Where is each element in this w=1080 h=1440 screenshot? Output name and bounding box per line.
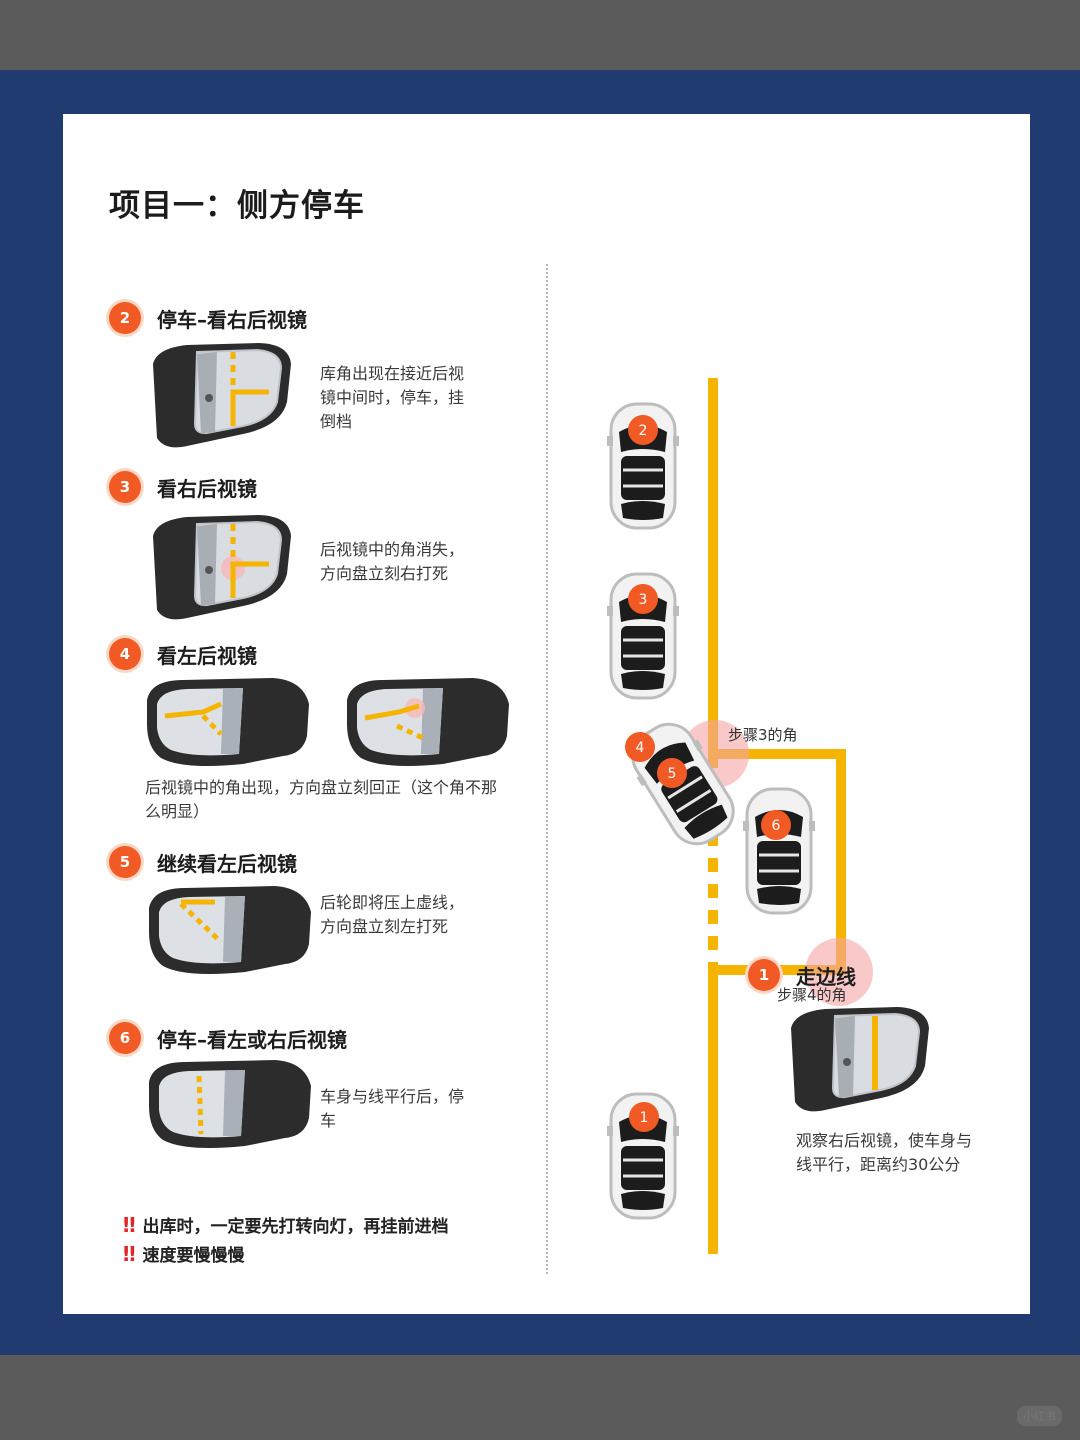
car-label-6: 6	[772, 818, 781, 834]
corner-3-label: 步骤3的角	[728, 726, 798, 744]
corner-4-label: 步骤4的角	[777, 986, 847, 1004]
step-5-header: 5 继续看左后视镜	[109, 846, 297, 878]
right-mirror-icon	[153, 343, 291, 448]
step-1-badge: 1	[748, 959, 780, 991]
step-4-desc: 后视镜中的角出现，方向盘立刻回正（这个角不那么明显）	[145, 778, 498, 821]
step-3-header: 3 看右后视镜	[109, 471, 257, 503]
step-2-desc: 库角出现在接近后视镜中间时，停车，挂倒档	[320, 364, 465, 431]
step-4-badge: 4	[109, 638, 141, 670]
warning-exit-text: 出库时，一定要先打转向灯，再挂前进档	[142, 1217, 449, 1237]
double-exclamation-icon: ‼	[123, 1241, 135, 1266]
step-3-badge: 3	[109, 471, 141, 503]
section-divider	[546, 264, 548, 1274]
car-label-5: 5	[668, 766, 677, 782]
step-2-badge: 2	[109, 302, 141, 334]
step-5-badge: 5	[109, 846, 141, 878]
step-1-desc: 观察右后视镜，使车身与线平行，距离约30公分	[796, 1131, 973, 1174]
car-label-3: 3	[639, 592, 648, 608]
step-5-desc: 后轮即将压上虚线，方向盘立刻左打死	[320, 893, 465, 936]
car-label-1: 1	[640, 1110, 649, 1126]
left-mirror-icon	[149, 886, 311, 974]
step-3-desc: 后视镜中的角消失，方向盘立刻右打死	[320, 540, 465, 583]
step-6-header: 6 停车–看左或右后视镜	[109, 1022, 347, 1054]
step-1-header: 1 走边线	[748, 959, 856, 991]
left-mirror-icon	[347, 678, 509, 766]
step-6-title: 停车–看左或右后视镜	[157, 1027, 347, 1052]
left-mirror-icon	[149, 1060, 311, 1148]
warning-exit: ‼ 出库时，一定要先打转向灯，再挂前进档	[123, 1212, 449, 1238]
right-mirror-icon	[791, 1007, 929, 1112]
watermark: 小红书	[1017, 1406, 1062, 1426]
car-label-4: 4	[636, 740, 645, 756]
step-6-badge: 6	[109, 1022, 141, 1054]
double-exclamation-icon: ‼	[123, 1212, 135, 1237]
step-5-title: 继续看左后视镜	[157, 851, 297, 876]
page-title: 项目一：侧方停车	[109, 188, 365, 224]
step-4-header: 4 看左后视镜	[109, 638, 257, 670]
car-label-2: 2	[639, 423, 648, 439]
right-mirror-icon	[153, 515, 291, 620]
step-2-title: 停车–看右后视镜	[157, 307, 307, 332]
step-1-title: 走边线	[796, 964, 856, 989]
warning-speed-text: 速度要慢慢慢	[142, 1246, 245, 1266]
content-page: 项目一：侧方停车 2 停车–看右后视镜 库角出现在接近后视镜中间时，停车，挂倒档…	[63, 114, 1030, 1314]
left-mirror-icon	[147, 678, 309, 766]
step-2-header: 2 停车–看右后视镜	[109, 302, 307, 334]
corner-4-marker	[805, 938, 873, 1006]
step-3-title: 看右后视镜	[157, 476, 257, 501]
warning-speed: ‼ 速度要慢慢慢	[123, 1241, 245, 1267]
step-4-title: 看左后视镜	[157, 643, 257, 668]
step-6-desc: 车身与线平行后，停车	[320, 1087, 465, 1130]
